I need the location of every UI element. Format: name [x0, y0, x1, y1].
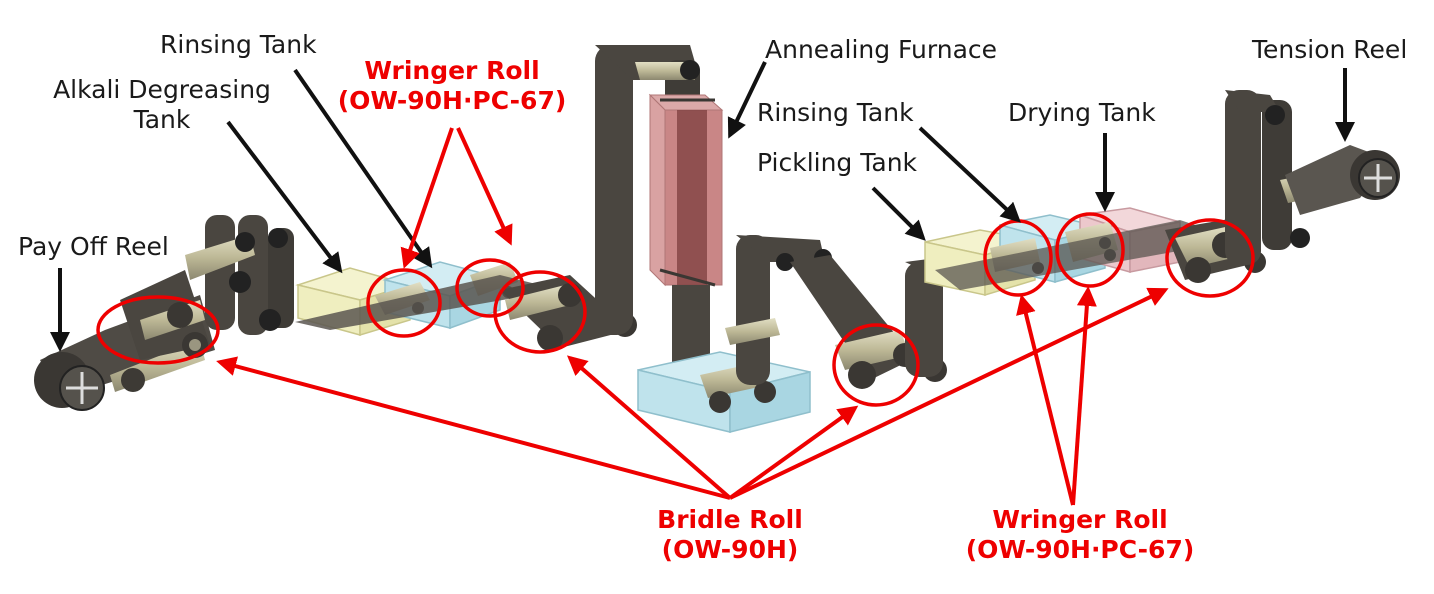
- highlight-bridle-roll-2: [493, 270, 587, 354]
- label-bridle-line-2: (OW-90H): [661, 535, 799, 564]
- highlight-wringer-roll-4: [1055, 212, 1125, 288]
- arrow-wringer-bottom-2: [1071, 286, 1097, 506]
- label-tension-reel: Tension Reel: [1252, 35, 1408, 64]
- arrow-wringer-top-1: [400, 127, 454, 269]
- label-wringer-roll-top: Wringer Roll (OW-90H·PC-67): [326, 56, 578, 116]
- arrow-annealing-furnace: [727, 61, 767, 139]
- arrow-bridle-3: [728, 405, 859, 500]
- bridle-roll-1: [120, 270, 210, 360]
- label-bridle-roll: Bridle Roll (OW-90H): [620, 505, 840, 565]
- highlight-wringer-roll-1: [366, 268, 442, 338]
- arrow-bridle-2: [566, 355, 732, 500]
- quench-tank: [637, 351, 811, 433]
- vertical-tower: [595, 45, 700, 335]
- highlight-circles: [96, 212, 1255, 407]
- label-wringer-top-line-2: (OW-90H·PC-67): [337, 86, 567, 115]
- arrow-wringer-top-2: [456, 127, 513, 246]
- label-pickling-tank: Pickling Tank: [757, 148, 918, 177]
- arrow-alkali-tank: [226, 120, 343, 274]
- label-alkali-degreasing-tank: Alkali Degreasing Tank: [48, 75, 276, 135]
- label-pay-off-reel: Pay Off Reel: [18, 232, 169, 261]
- highlight-wringer-roll-2: [455, 258, 525, 318]
- black-arrows: [50, 61, 1355, 352]
- highlight-bridle-roll-1: [96, 295, 220, 365]
- label-wringer-bottom-line-1: Wringer Roll: [992, 505, 1168, 534]
- arrow-bridle-4: [729, 287, 1169, 500]
- label-annealing-furnace: Annealing Furnace: [765, 35, 998, 64]
- arrow-bridle-1: [216, 356, 731, 500]
- arrow-rinsing-tank-2: [918, 126, 1021, 223]
- label-wringer-roll-bottom: Wringer Roll (OW-90H·PC-67): [954, 505, 1206, 565]
- highlight-bridle-roll-4: [1165, 218, 1255, 298]
- arrow-rinsing-tank-1: [293, 68, 433, 269]
- label-wringer-bottom-line-2: (OW-90H·PC-67): [965, 535, 1195, 564]
- label-rinsing-tank-1: Rinsing Tank: [160, 30, 317, 59]
- label-wringer-top-line-1: Wringer Roll: [364, 56, 540, 85]
- label-alkali-line-1: Alkali Degreasing: [53, 75, 271, 104]
- bridle-roll-2: [500, 275, 637, 351]
- exit-stand: [1225, 90, 1328, 265]
- entry-stands: [185, 215, 294, 335]
- arrow-wringer-bottom-1: [1016, 294, 1075, 506]
- label-rinsing-tank-2: Rinsing Tank: [757, 98, 914, 127]
- label-bridle-line-1: Bridle Roll: [657, 505, 803, 534]
- annealing-furnace: [648, 93, 724, 405]
- arrow-pickling-tank: [871, 186, 926, 241]
- label-drying-tank: Drying Tank: [1008, 98, 1156, 127]
- label-alkali-line-2: Tank: [133, 105, 191, 134]
- tension-reel-machine: [1285, 145, 1400, 215]
- red-arrows: [216, 127, 1169, 506]
- highlight-bridle-roll-3: [832, 323, 920, 407]
- post-quench-stand: [725, 235, 832, 385]
